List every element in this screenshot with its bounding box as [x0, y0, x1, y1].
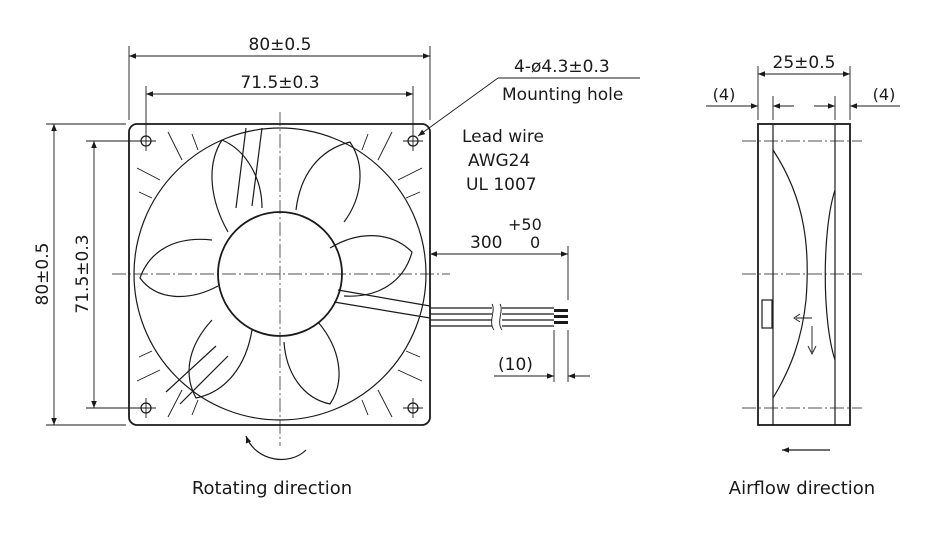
lead-wires	[430, 303, 568, 331]
blade-profile	[772, 149, 808, 399]
lead-tolerance-minus: 0	[530, 233, 540, 252]
fan-hub	[217, 211, 343, 337]
support-spokes	[165, 127, 431, 405]
flange-right-label: (4)	[873, 85, 896, 104]
front-view: 80±0.5 71.5±0.3 80±0.5 71.5±0.3 4-ø4.3±0…	[33, 35, 640, 499]
fan-frame	[128, 123, 431, 426]
dimension-hole-pitch-height: 71.5±0.3	[73, 140, 138, 409]
dimension-flange-left: (4)	[706, 85, 794, 120]
mounting-holes	[136, 131, 423, 418]
lead-tolerance-plus: +50	[508, 215, 542, 234]
dimension-strip-length: (10)	[494, 330, 590, 382]
fan-shroud	[133, 127, 427, 421]
mounting-hole-spec: 4-ø4.3±0.3	[514, 57, 610, 77]
lead-length-label: 300	[470, 233, 502, 253]
hole-pitch-height-label: 71.5±0.3	[73, 234, 93, 313]
side-view: 25±0.5 (4) (4) Airflow direction	[706, 53, 900, 499]
overall-height-label: 80±0.5	[33, 243, 53, 306]
dimension-hole-pitch-width: 71.5±0.3	[145, 73, 414, 132]
lead-wire-note: Lead wire AWG24 UL 1007	[462, 127, 544, 195]
hole-pitch-width-label: 71.5±0.3	[240, 73, 319, 93]
lead-wire-line-1: Lead wire	[462, 127, 544, 147]
rotation-arrow	[245, 435, 307, 461]
airflow-direction-caption: Airflow direction	[729, 478, 875, 499]
internal-arrows	[793, 313, 817, 356]
mounting-hole-callout: 4-ø4.3±0.3 Mounting hole	[417, 57, 640, 137]
frame-corner-ribs	[136, 131, 423, 418]
dimension-overall-height: 80±0.5	[33, 123, 126, 426]
overall-width-label: 80±0.5	[249, 35, 312, 55]
rotating-direction-caption: Rotating direction	[192, 478, 352, 499]
dimension-flange-right: (4)	[814, 85, 900, 120]
dimension-lead-length: 300 +50 0	[430, 215, 569, 300]
fan-blades	[139, 139, 413, 405]
dimension-depth: 25±0.5	[757, 53, 851, 120]
lead-wire-line-3: UL 1007	[466, 175, 537, 195]
flange-left-label: (4)	[713, 85, 736, 104]
depth-label: 25±0.5	[773, 53, 836, 73]
mounting-hole-label: Mounting hole	[502, 85, 623, 105]
lead-wire-line-2: AWG24	[468, 151, 530, 171]
strip-length-label: (10)	[498, 355, 533, 375]
fan-side-body	[757, 123, 851, 426]
dimension-overall-width: 80±0.5	[128, 35, 431, 120]
